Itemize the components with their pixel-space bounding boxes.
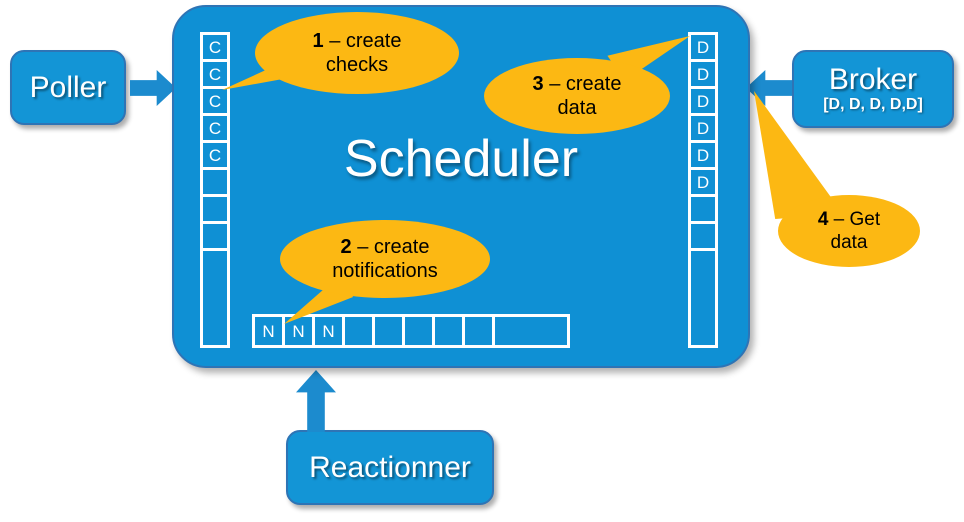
data-queue-cell: D <box>691 89 715 116</box>
callout-3-separator: – <box>543 72 566 95</box>
poller-node[interactable]: Poller <box>10 50 126 125</box>
data-queue-cell: D <box>691 116 715 143</box>
notifications-queue-cell <box>405 317 435 345</box>
callout-2-number: 2 <box>340 235 352 258</box>
checks-queue-cell <box>203 251 227 345</box>
reactionner-to-scheduler-arrow-icon <box>296 370 336 432</box>
notifications-queue-cell <box>345 317 375 345</box>
callout-4-text-line2: data <box>830 232 868 253</box>
callout-create-checks: 1 – create checks <box>222 12 459 94</box>
checks-queue-cell <box>203 197 227 224</box>
data-queue-cell <box>691 224 715 251</box>
scheduler-label: Scheduler <box>343 130 579 188</box>
notifications-queue-cell: N <box>285 317 315 345</box>
notifications-queue-cell <box>495 317 567 345</box>
checks-queue-cell: C <box>203 143 227 170</box>
callout-1-body: 1 – create checks <box>255 12 459 94</box>
checks-queue-cell: C <box>203 35 227 62</box>
callout-create-notifications: 2 – create notifications <box>280 220 490 324</box>
callout-1-text-line2: checks <box>325 54 389 76</box>
callout-get-data: 4 – Get data <box>754 91 920 267</box>
callout-2-separator: – <box>351 235 374 258</box>
callout-2-text-line2: notifications <box>332 260 438 282</box>
data-queue-cell: D <box>691 143 715 170</box>
broker-to-scheduler-arrow-icon <box>746 70 792 106</box>
data-queue-cell: D <box>691 170 715 197</box>
notifications-queue-cell: N <box>255 317 285 345</box>
checks-queue-cell <box>203 170 227 197</box>
notifications-queue-cell <box>375 317 405 345</box>
notifications-queue-cell <box>435 317 465 345</box>
callout-create-data: 3 – create data <box>484 36 690 134</box>
checks-queue-cell: C <box>203 62 227 89</box>
callout-3-text-line2: data <box>557 97 597 119</box>
callout-3-text-line1: create <box>565 72 622 95</box>
callout-4-body: 4 – Get data <box>778 195 920 267</box>
data-queue-cell <box>691 197 715 224</box>
callout-2-body: 2 – create notifications <box>280 220 490 298</box>
broker-data-list: [D, D, D, D,D] <box>823 96 923 114</box>
notifications-queue-cell <box>465 317 495 345</box>
callout-1-text-line1: create <box>345 29 402 52</box>
callout-1-separator: – <box>323 29 346 52</box>
data-queue-cell: D <box>691 62 715 89</box>
checks-queue-cell <box>203 224 227 251</box>
reactionner-label: Reactionner <box>309 450 471 484</box>
callout-3-body: 3 – create data <box>484 58 670 134</box>
poller-to-scheduler-arrow-icon <box>130 70 176 106</box>
data-queue-cell: D <box>691 35 715 62</box>
notifications-queue-cell: N <box>315 317 345 345</box>
data-queue-cell <box>691 251 715 345</box>
broker-node[interactable]: Broker [D, D, D, D,D] <box>792 50 954 128</box>
broker-label: Broker <box>828 62 918 96</box>
callout-2-text-line1: create <box>373 235 430 258</box>
callout-3-number: 3 <box>532 72 544 95</box>
callout-4-number: 4 <box>817 208 829 230</box>
callout-1-number: 1 <box>312 29 324 52</box>
checks-queue-cell: C <box>203 89 227 116</box>
callout-4-text-line1: Get <box>849 208 881 230</box>
poller-label: Poller <box>29 70 107 104</box>
reactionner-node[interactable]: Reactionner <box>286 430 494 505</box>
callout-4-separator: – <box>828 208 850 230</box>
checks-queue-cell: C <box>203 116 227 143</box>
